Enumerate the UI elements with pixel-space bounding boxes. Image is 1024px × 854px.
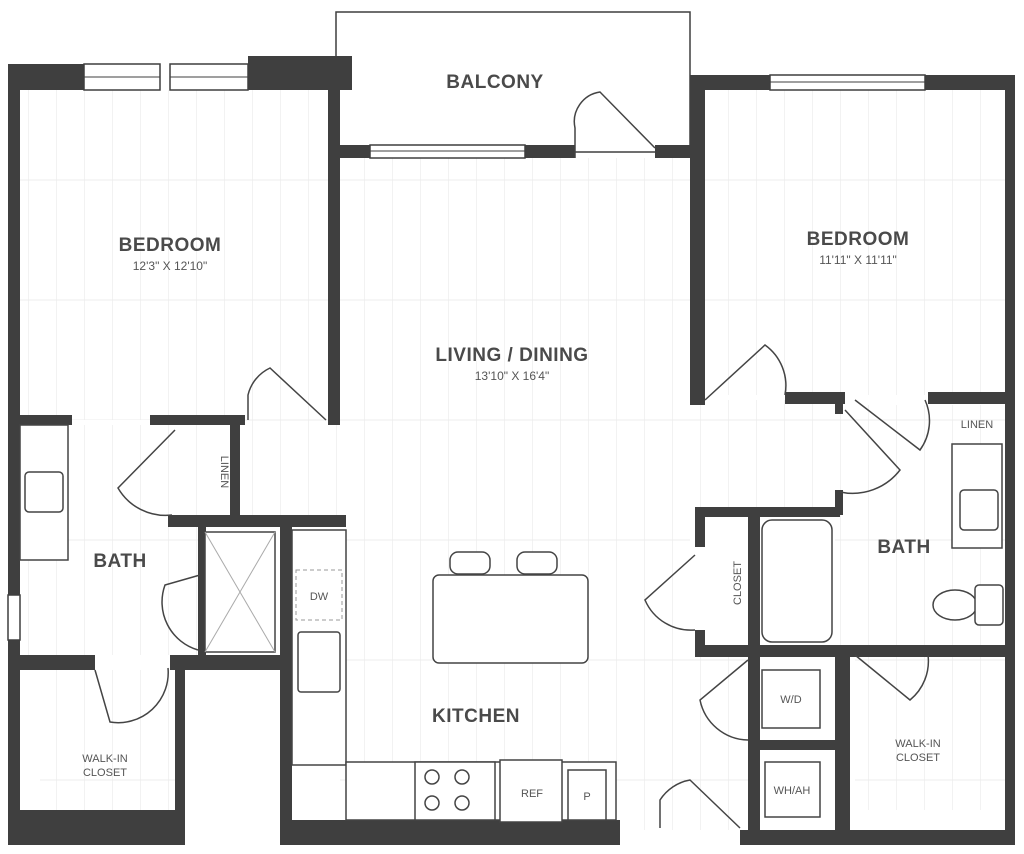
washer-dryer: [761, 669, 821, 729]
water-heater: [764, 761, 821, 818]
balcony-label: BALCONY: [446, 72, 543, 93]
sink-left-icon: [24, 471, 64, 513]
walk-in-closet-left-label-2: CLOSET: [83, 767, 127, 779]
stool-icon: [449, 551, 491, 575]
bath-left-label: BATH: [93, 551, 146, 572]
walls: [8, 56, 1015, 845]
windows: [7, 63, 926, 641]
bath-right-label: BATH: [877, 537, 930, 558]
bedroom-left-dimensions: 12'3" X 12'10": [133, 259, 208, 273]
toilet-icon: [932, 589, 978, 621]
dishwasher-label: DW: [310, 591, 329, 603]
washer-dryer-label: W/D: [780, 694, 801, 706]
pantry: [567, 769, 607, 821]
doors: [94, 91, 931, 829]
sink-right-icon: [959, 489, 999, 531]
pantry-label: P: [583, 791, 590, 803]
living-dining-dimensions: 13'10" X 16'4": [475, 369, 550, 383]
kitchen-label: KITCHEN: [432, 706, 520, 727]
closet-label: CLOSET: [732, 561, 744, 605]
bedroom-left-label: BEDROOM: [119, 235, 222, 256]
walk-in-closet-right-label-2: CLOSET: [896, 752, 940, 764]
floor-areas: [20, 90, 1007, 830]
linen-left-label: LINEN: [218, 456, 230, 488]
stool-icon: [516, 551, 558, 575]
walk-in-closet-right-label: WALK-IN: [895, 738, 940, 750]
dishwasher: [295, 569, 343, 621]
kitchen-island: [432, 574, 589, 664]
living-dining-label: LIVING / DINING: [435, 345, 588, 366]
walk-in-closet-left-label: WALK-IN: [82, 753, 127, 765]
refrigerator-label: REF: [521, 788, 543, 800]
kitchen-sink-icon: [297, 631, 341, 693]
fixtures: [19, 424, 1004, 823]
refrigerator: [499, 759, 563, 823]
bedroom-right-label: BEDROOM: [807, 229, 910, 250]
water-heater-label: WH/AH: [774, 785, 811, 797]
linen-right-label: LINEN: [961, 419, 993, 431]
stove-icon: [414, 761, 496, 821]
bathtub-icon: [761, 519, 833, 643]
bedroom-right-dimensions: 11'11" X 11'11": [819, 253, 897, 267]
